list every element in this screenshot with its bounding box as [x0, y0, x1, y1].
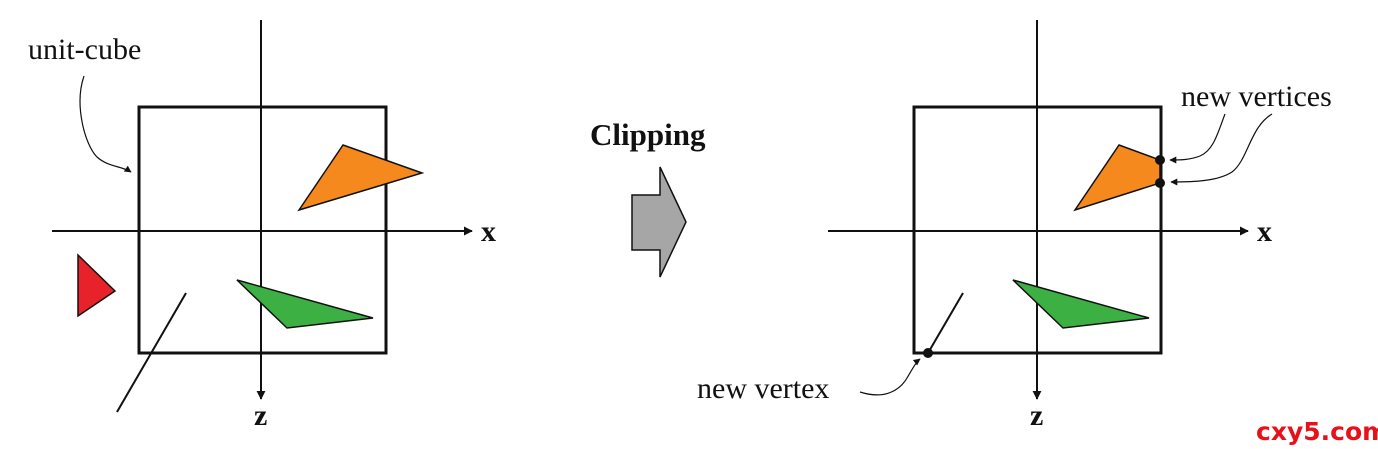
right-z-axis-label: z — [1030, 399, 1043, 432]
unit-cube-label: unit-cube — [28, 33, 141, 66]
new-vertex-dot-top — [1155, 155, 1165, 165]
new-vertices-label: new vertices — [1181, 80, 1332, 113]
after-clipping-panel: new vertices new vertex x z — [697, 20, 1332, 432]
new-vertex-label: new vertex — [697, 372, 829, 405]
watermark: cxy5.com — [1256, 417, 1378, 446]
left-x-axis-label: x — [481, 215, 496, 248]
left-red-triangle — [77, 253, 117, 318]
unit-cube-leader — [79, 75, 132, 173]
new-vertices-leader-top — [1169, 113, 1226, 164]
left-z-axis-label: z — [254, 399, 267, 432]
new-vertex-dot-line — [923, 348, 933, 358]
right-x-axis-label: x — [1257, 215, 1272, 248]
left-line-segment — [116, 292, 187, 413]
right-orange-clipped-polygon — [1073, 144, 1161, 212]
before-clipping-panel: unit-cube x z — [28, 20, 496, 432]
right-clipped-line-segment — [927, 292, 964, 354]
left-green-triangle — [236, 279, 374, 329]
new-vertices-leader-bottom — [1170, 113, 1273, 186]
right-arrow-icon — [631, 166, 687, 278]
clipping-step: Clipping — [590, 117, 706, 278]
left-orange-triangle — [297, 144, 425, 212]
new-vertex-dot-bottom — [1155, 178, 1165, 188]
new-vertex-leader — [859, 358, 921, 396]
left-unit-cube — [137, 105, 388, 355]
clipping-label: Clipping — [590, 117, 706, 152]
right-unit-cube — [912, 105, 1163, 355]
right-green-triangle — [1012, 279, 1150, 329]
